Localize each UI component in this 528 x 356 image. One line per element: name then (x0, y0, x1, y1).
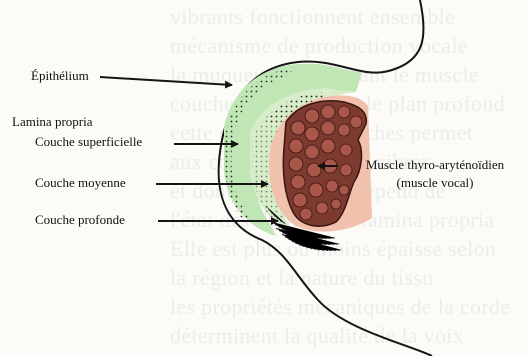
label-epithelium: Épithélium (31, 68, 89, 84)
label-muscle-name: Muscle thyro-aryténoïdien (346, 157, 524, 173)
label-muscle-alt: (muscle vocal) (346, 175, 524, 191)
label-superficial-layer: Couche superficielle (35, 134, 142, 150)
label-muscle: Muscle thyro-aryténoïdien (muscle vocal) (346, 157, 524, 191)
label-middle-layer: Couche moyenne (35, 175, 126, 191)
label-deep-layer: Couche profonde (35, 212, 125, 228)
arrow-epithelium (100, 77, 232, 85)
label-lamina-propria: Lamina propria (12, 114, 93, 130)
